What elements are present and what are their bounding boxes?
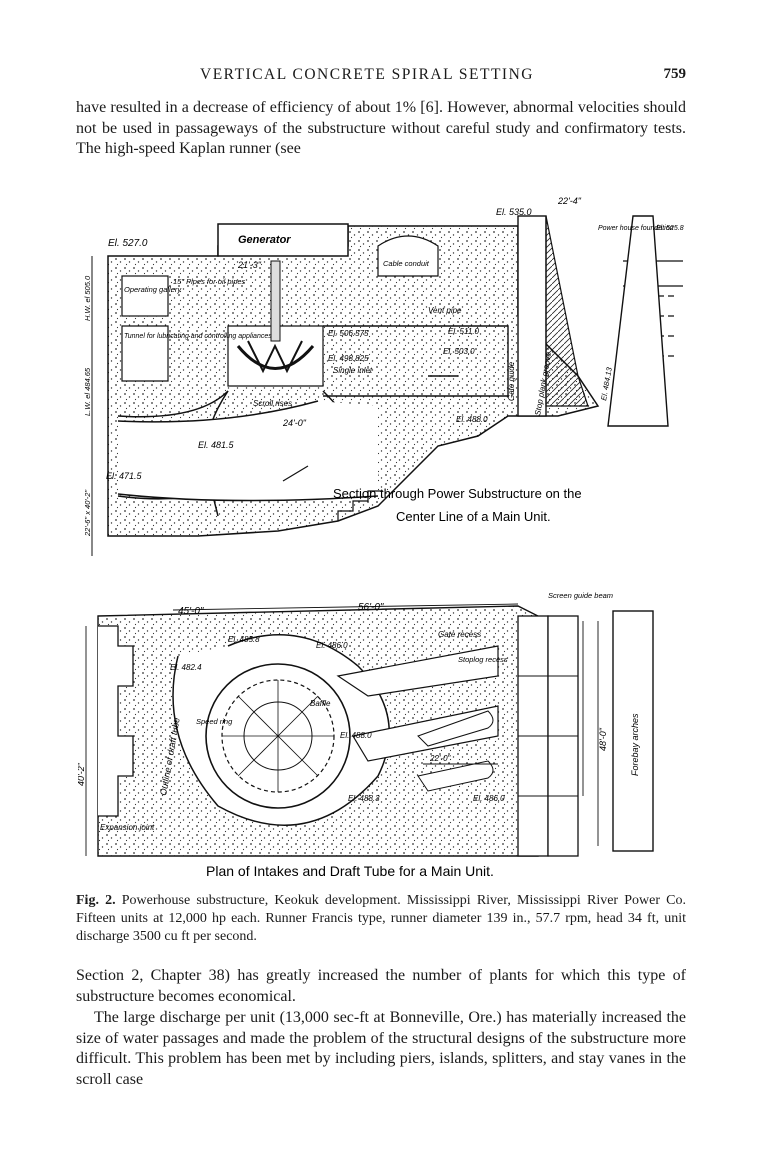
figure: El. 527.0 Generator 21'-3" Operating gal… <box>76 176 688 886</box>
label-el-527: El. 527.0 <box>108 238 148 249</box>
label-dim-22-4: 22'-4" <box>557 196 582 206</box>
radial-lines <box>222 680 334 792</box>
runner-vanes <box>247 340 303 374</box>
page-number: 759 <box>663 66 687 82</box>
label-dim-22-6: 22'-6" x 40'-2" <box>83 490 92 537</box>
label-el-4858: El. 485.8 <box>228 635 260 644</box>
forebay-arches-box <box>612 610 654 852</box>
label-gate-guide: Gate guide <box>507 361 516 401</box>
label-dim-24: 24'-0" <box>282 418 307 428</box>
draft-tube-outline <box>98 625 134 817</box>
generator-box <box>217 223 349 257</box>
section-caption-line2: Center Line of a Main Unit. <box>396 509 551 524</box>
paragraph-top: have resulted in a decrease of efficienc… <box>76 99 686 157</box>
label-expansion-joint: Expansion joint <box>100 823 155 832</box>
label-el-503: El. 503.0 <box>443 347 475 356</box>
section-caption-line1: Section through Power Substructure on th… <box>333 486 582 501</box>
label-dim-45: 45'-0" <box>178 606 204 617</box>
plan-view: 45'-0" 56'-0" Gate recess El. 485.8 El. … <box>76 591 654 879</box>
draft-tube-top <box>117 390 229 418</box>
label-hw-elev: H.W. el 505.0 <box>83 275 92 321</box>
label-el-4715: El. 471.5 <box>106 471 143 481</box>
figure-caption-text: Powerhouse substructure, Keokuk developm… <box>76 893 686 944</box>
label-el-5065: El. 506.575 <box>328 329 369 338</box>
label-el-5258: El. 525.8 <box>656 225 684 232</box>
figure-caption: Fig. 2. Powerhouse substructure, Keokuk … <box>76 892 686 946</box>
label-screen-guide: Screen guide beam <box>548 591 613 600</box>
label-single-inlet: Single inlet <box>333 366 373 375</box>
label-power-house-found: Power house foundation <box>598 225 674 232</box>
label-scroll-rises: Scroll rises <box>253 399 292 408</box>
label-vent-pipe: Vent pipe <box>428 306 462 315</box>
page-header: VERTICAL CONCRETE SPIRAL SETTING 759 <box>96 66 686 88</box>
label-el-4860: El. 486.0 <box>316 641 348 650</box>
label-el-4860b: El. 486.0 <box>473 794 505 803</box>
label-dim-21-3: 21'-3" <box>237 260 262 270</box>
stop-plank-wall <box>545 215 589 407</box>
label-el-4824: El. 482.4 <box>170 663 202 672</box>
label-el-4880: El. 488.0 <box>456 415 488 424</box>
splitter-1 <box>417 710 494 747</box>
turbine-shaft <box>270 260 281 342</box>
label-operating-gallery: Operating gallery <box>124 285 182 294</box>
tunnel-box <box>121 325 169 382</box>
label-dim-48: 48'-0" <box>598 727 608 751</box>
label-speed-ring: Speed ring <box>196 717 233 726</box>
plan-caption: Plan of Intakes and Draft Tube for a Mai… <box>206 863 494 879</box>
plan-dimension-lines <box>85 603 599 856</box>
label-forebay-arches: Forebay arches <box>630 713 640 776</box>
label-dim-22-0: 22'-0" <box>429 754 452 763</box>
paragraph-bottom-2: The large discharge per unit (13,000 sec… <box>76 1009 686 1088</box>
label-generator: Generator <box>238 234 291 246</box>
label-el-4815: El. 481.5 <box>198 440 235 450</box>
label-el-535: El. 535.0 <box>496 207 532 217</box>
label-lw-elev: L.W. el 484.65 <box>83 367 92 416</box>
label-el-4880-plan: El. 488.0 <box>340 731 372 740</box>
forebay-pier <box>607 215 669 427</box>
splitter-2 <box>417 760 494 792</box>
label-dim-40-2: 40'-2" <box>78 762 86 786</box>
intake-passage-1 <box>336 645 499 697</box>
label-baffle: Baffle <box>310 699 331 708</box>
inlet-passage <box>323 325 509 397</box>
label-dim-56: 56'-0" <box>358 602 384 613</box>
section-view: El. 527.0 Generator 21'-3" Operating gal… <box>83 196 684 556</box>
operating-gallery <box>121 275 169 317</box>
gate-recesses <box>517 615 579 857</box>
figure-label: Fig. 2. <box>76 893 116 908</box>
label-pipes: 15" Pipes for oil pipes <box>173 277 246 286</box>
label-tunnel: Tunnel for lubricating and controlling a… <box>124 333 272 340</box>
cable-conduit <box>377 235 439 277</box>
label-el-4985: El. 498.825 <box>328 354 369 363</box>
runner-blades <box>236 345 315 370</box>
gate-guide <box>517 215 547 417</box>
paragraph-bottom-1: Section 2, Chapter 38) has greatly incre… <box>76 967 686 1005</box>
label-gate-recess: Gate recess <box>438 630 481 639</box>
label-el-511: El. 511.0 <box>448 327 480 336</box>
label-stoplog: Stoplog recess <box>458 655 508 664</box>
turbine-chamber <box>227 325 324 387</box>
figure-drawing: El. 527.0 Generator 21'-3" Operating gal… <box>76 196 684 879</box>
label-el-4883: El. 488.3 <box>348 794 380 803</box>
label-cable-conduit: Cable conduit <box>383 259 430 268</box>
running-title: VERTICAL CONCRETE SPIRAL SETTING <box>200 66 534 83</box>
